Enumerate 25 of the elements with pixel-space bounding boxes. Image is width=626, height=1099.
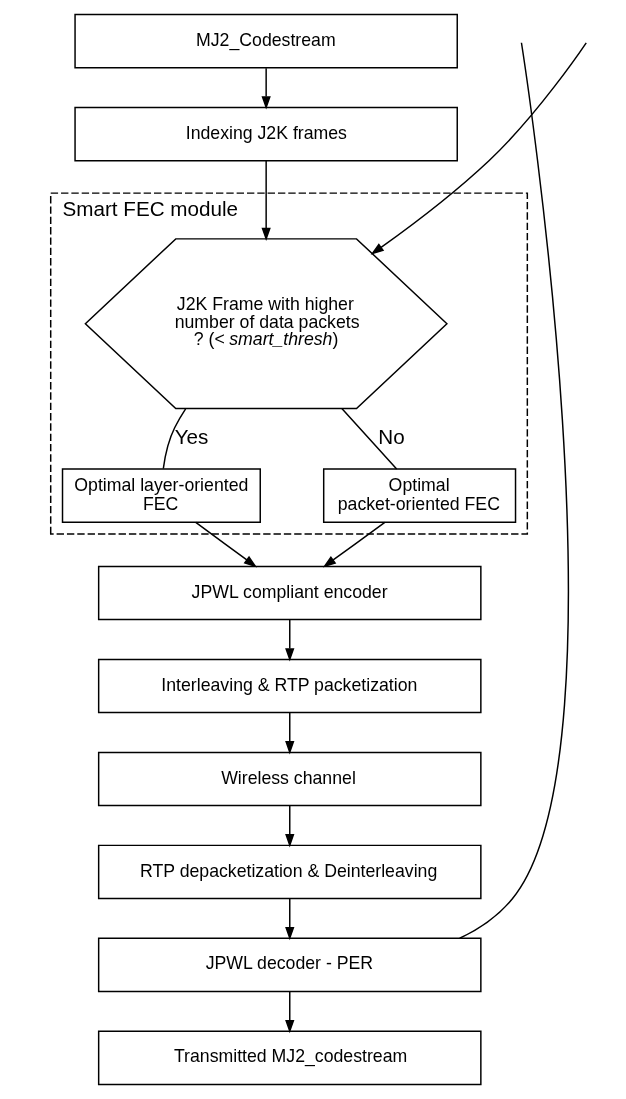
node-box: Transmitted MJ2_codestream — [97, 1030, 482, 1086]
arrow — [285, 712, 295, 755]
edge-label: Yes — [174, 425, 209, 449]
arrow — [370, 42, 587, 255]
connector — [162, 408, 187, 470]
arrow — [195, 521, 258, 568]
arrow — [285, 805, 295, 848]
arrow — [261, 67, 271, 110]
node-box: Interleaving & RTP packetization — [97, 658, 482, 714]
arrow — [322, 521, 386, 568]
node-box: JPWL compliant encoder — [97, 565, 482, 621]
connector — [341, 407, 398, 470]
node-box: MJ2_Codestream — [74, 13, 458, 69]
node-box: JPWL decoder - PER — [97, 937, 482, 993]
arrow — [261, 160, 271, 242]
node-box: Wireless channel — [97, 751, 482, 807]
arrow — [285, 991, 295, 1034]
node-box: Optimal layer-oriented FEC — [61, 468, 261, 523]
edge-label: No — [378, 425, 405, 449]
connector — [458, 42, 569, 939]
node-box: Optimal packet-oriented FEC — [322, 468, 517, 523]
node-box: RTP depacketization & Deinterleaving — [97, 844, 482, 900]
arrow — [285, 898, 295, 941]
node-box: Indexing J2K frames — [74, 106, 458, 162]
arrow — [285, 619, 295, 662]
